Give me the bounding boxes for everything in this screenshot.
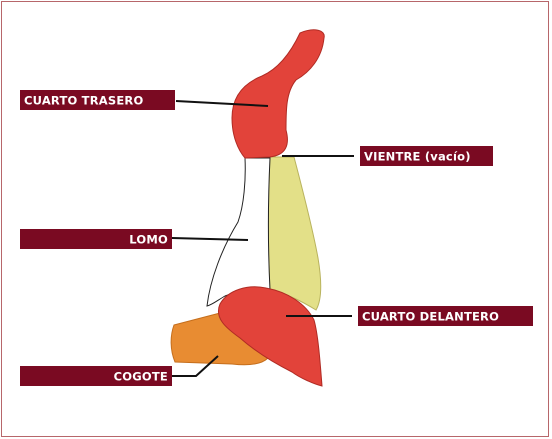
label-cuarto-trasero-text: CUARTO TRASERO	[24, 94, 143, 108]
label-cogote-text: COGOTE	[114, 370, 168, 384]
label-cuarto-delantero-text: CUARTO DELANTERO	[362, 310, 499, 324]
label-vientre: VIENTRE (vacío)	[360, 146, 493, 166]
label-cuarto-trasero: CUARTO TRASERO	[20, 90, 175, 110]
label-vientre-text: VIENTRE (vacío)	[364, 150, 471, 164]
cuarto-trasero-cut	[232, 30, 324, 158]
label-lomo: LOMO	[20, 229, 172, 249]
lomo-cut	[207, 158, 270, 306]
label-cogote: COGOTE	[20, 366, 172, 386]
vientre-cut	[269, 157, 321, 310]
label-cuarto-delantero: CUARTO DELANTERO	[358, 306, 533, 326]
label-lomo-text: LOMO	[129, 233, 168, 247]
